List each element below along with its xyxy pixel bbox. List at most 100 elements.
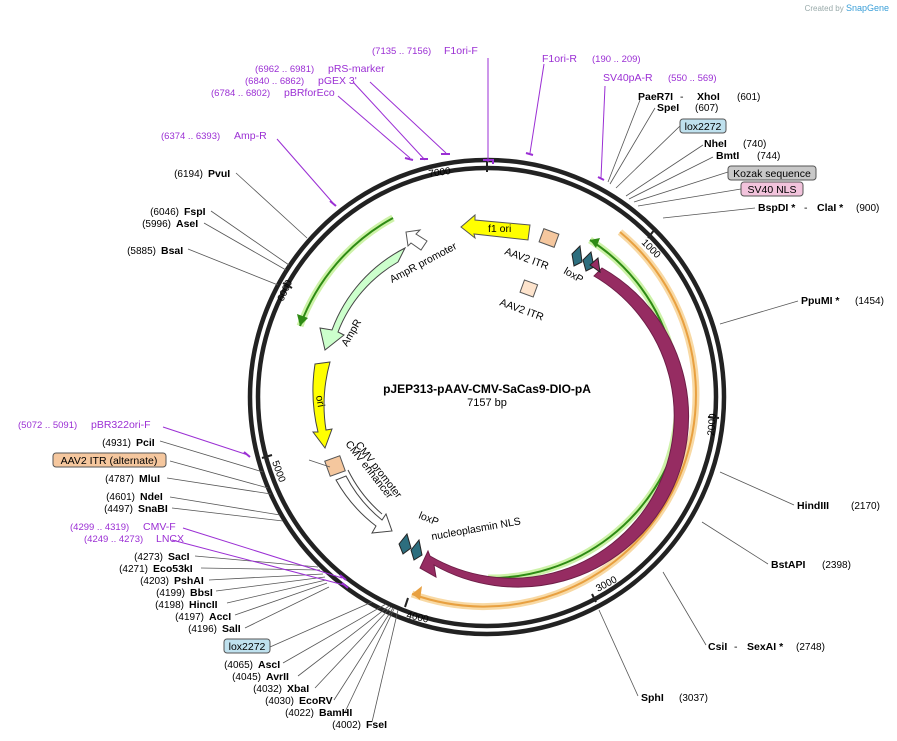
lox2272-bottom-badge[interactable]: lox2272 [223,638,271,654]
site-ecorv: (4030) EcoRV [265,695,333,707]
aav2-itr-lower-box[interactable] [324,455,346,477]
orf-arc-green-left [296,214,395,328]
svg-text:XbaI: XbaI [287,683,309,695]
site-acci: (4197) AccI [175,611,231,623]
svg-text:pRS-marker: pRS-marker [328,63,385,75]
svg-text:PciI: PciI [136,437,155,449]
svg-text:PaeR7I: PaeR7I [638,91,673,103]
svg-text:HindIII: HindIII [797,500,829,512]
svg-text:(4601): (4601) [106,492,135,503]
svg-text:MluI: MluI [139,473,160,485]
site-eco53ki: (4271) Eco53kI [119,563,193,575]
site-bbsi: (4199) BbsI [156,587,213,599]
svg-text:SacI: SacI [168,551,190,563]
site-bsai: (5885) BsaI [127,245,183,257]
svg-text:(2170): (2170) [851,501,880,512]
svg-text:(5072 .. 5091): (5072 .. 5091) [18,420,77,431]
svg-text:BbsI: BbsI [190,587,213,599]
ampr-feature[interactable] [319,246,407,351]
primer-label-pbrforeco: (6784 .. 6802) pBRforEco [211,87,335,99]
svg-text:(4271): (4271) [119,564,148,575]
primer-markers [243,152,605,589]
svg-text:AscI: AscI [258,659,280,671]
svg-text:HincII: HincII [189,599,218,611]
primer-label-prs-marker: (6962 .. 6981) pRS-marker [255,63,385,75]
svg-text:(4199): (4199) [156,588,185,599]
svg-text:SnaBI: SnaBI [138,503,168,515]
svg-text:(2398): (2398) [822,560,851,571]
primer-label-pgex3: (6840 .. 6862) pGEX 3' [245,75,357,87]
svg-text:Amp-R: Amp-R [234,130,267,142]
ring-ticks [261,160,720,608]
svg-text:PvuI: PvuI [208,168,230,180]
aav2-itr-top-label: AAV2 ITR [503,246,551,273]
svg-text:BsaI: BsaI [161,245,183,257]
svg-text:SphI: SphI [641,692,664,704]
primer-label-cmv-f: (4299 .. 4319) CMV-F [70,521,176,533]
loxp-top-markers[interactable] [571,244,601,274]
f1ori-label: f1 ori [488,223,511,235]
svg-text:AAV2 ITR (alternate): AAV2 ITR (alternate) [61,455,158,467]
aav2-itr-top-box[interactable] [538,228,560,248]
site-spei: SpeI (607) [657,102,718,114]
site-paer7i-xhoi: PaeR7I - XhoI (601) [638,91,760,103]
lox2272-top-badge[interactable]: lox2272 [679,118,727,134]
plasmid-length: 7157 bp [467,397,507,409]
primer-label-f1ori-f: (7135 .. 7156) F1ori-F [372,45,478,57]
svg-text:Kozak sequence: Kozak sequence [733,168,811,180]
svg-text:CMV-F: CMV-F [143,521,176,533]
primer-label-pbr322ori-f: (5072 .. 5091) pBR322ori-F [18,419,151,431]
svg-text:(7135 .. 7156): (7135 .. 7156) [372,46,431,57]
site-sali: (4196) SalI [188,623,241,635]
kozak-sequence-badge[interactable]: Kozak sequence [727,165,817,181]
svg-text:FspI: FspI [184,206,206,218]
sacas9-feature[interactable] [419,267,690,588]
site-csii-sexai: CsiI - SexAI * (2748) [708,641,825,653]
f1ori-feature[interactable] [460,213,531,241]
svg-text:(4065): (4065) [224,660,253,671]
svg-text:SexAI *: SexAI * [747,641,784,653]
svg-text:(740): (740) [743,139,766,150]
aav2-itr-mid-box[interactable] [519,279,539,298]
sv40-nls-badge[interactable]: SV40 NLS [740,181,804,197]
svg-text:(4197): (4197) [175,612,204,623]
svg-text:AseI: AseI [176,218,198,230]
svg-text:(6784 .. 6802): (6784 .. 6802) [211,88,270,99]
ampr-promoter-feature[interactable] [405,229,428,251]
svg-text:AccI: AccI [209,611,231,623]
svg-text:SV40pA-R: SV40pA-R [603,72,653,84]
svg-text:(4198): (4198) [155,600,184,611]
svg-text:AvrII: AvrII [266,671,289,683]
svg-text:(4045): (4045) [232,672,261,683]
svg-text:(4196): (4196) [188,624,217,635]
svg-text:(6194): (6194) [174,169,203,180]
snapgene-credit: Created by SnapGene [804,3,889,13]
site-pshai: (4203) PshAI [140,575,204,587]
svg-text:(6374 .. 6393): (6374 .. 6393) [161,131,220,142]
site-ppumi: PpuMI * (1454) [801,295,884,307]
aav2-itr-alternate-badge[interactable]: AAV2 ITR (alternate) [52,452,167,468]
svg-text:(4931): (4931) [102,438,131,449]
tick-2000: 2000 [706,413,719,437]
svg-text:pBRforEco: pBRforEco [284,87,335,99]
svg-text:NheI: NheI [704,138,727,150]
plasmid-name: pJEP313-pAAV-CMV-SaCas9-DIO-pA [383,382,591,396]
svg-text:pGEX 3': pGEX 3' [318,75,357,87]
svg-text:(4002): (4002) [332,720,361,731]
ori-feature[interactable] [312,361,333,450]
svg-text:EcoRV: EcoRV [299,695,333,707]
cmv-enhancer-feature[interactable] [335,475,393,534]
svg-text:SV40 NLS: SV40 NLS [747,184,796,196]
primer-label-lncx: (4249 .. 4273) LNCX [84,533,184,545]
svg-text:(4022): (4022) [285,708,314,719]
svg-text:CsiI: CsiI [708,641,727,653]
svg-text:F1ori-R: F1ori-R [542,53,577,65]
svg-text:-: - [734,641,738,653]
loxp-bottom-markers[interactable] [398,532,423,561]
tick-4000: 4000 [405,610,429,625]
cmv-promoter-feature[interactable] [347,469,383,515]
site-snabi: (4497) SnaBI [104,503,168,515]
svg-text:(6840 .. 6862): (6840 .. 6862) [245,76,304,87]
svg-text:BstAPI: BstAPI [771,559,806,571]
svg-text:SalI: SalI [222,623,241,635]
